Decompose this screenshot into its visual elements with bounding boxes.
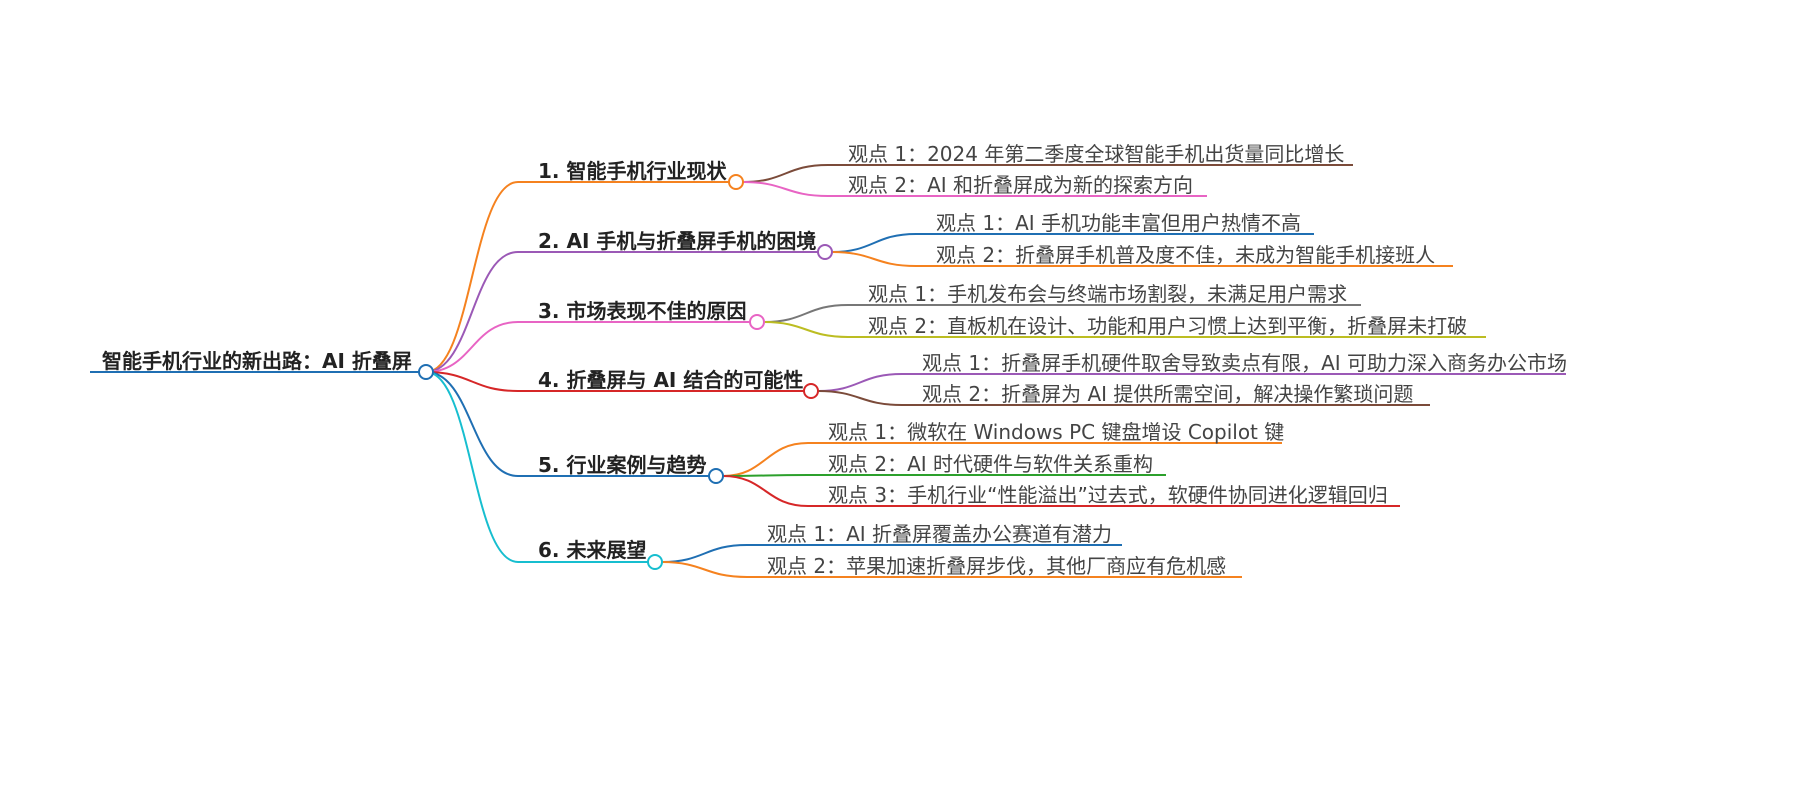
leaf-link-2-1 (831, 233, 917, 253)
leaf-label-4-2: 观点 2：折叠屏为 AI 提供所需空间，解决操作繁琐问题 (922, 382, 1414, 406)
leaf-link-1-1 (742, 164, 829, 183)
leaf-label-2-2: 观点 2：折叠屏手机普及度不佳，未成为智能手机接班人 (936, 243, 1436, 267)
branch-collapse-toggle-4[interactable] (803, 383, 819, 399)
leaf-label-5-2: 观点 2：AI 时代硬件与软件关系重构 (828, 452, 1154, 476)
leaf-link-6-2 (661, 561, 748, 578)
leaf-label-1-1: 观点 1：2024 年第二季度全球智能手机出货量同比增长 (848, 142, 1345, 166)
branch-label-2: 2. AI 手机与折叠屏手机的困境 (538, 229, 817, 253)
branch-link-5 (425, 371, 519, 477)
branch-collapse-toggle-1[interactable] (728, 174, 744, 190)
branch-link-4 (425, 371, 519, 392)
leaf-link-3-1 (763, 304, 849, 323)
leaf-link-5-2 (722, 474, 809, 477)
leaf-label-5-1: 观点 1：微软在 Windows PC 键盘增设 Copilot 键 (828, 420, 1285, 444)
root-collapse-toggle[interactable] (418, 364, 434, 380)
leaf-label-5-3: 观点 3：手机行业“性能溢出”过去式，软硬件协同进化逻辑回归 (828, 483, 1388, 507)
leaf-label-6-2: 观点 2：苹果加速折叠屏步伐，其他厂商应有危机感 (767, 554, 1227, 578)
leaf-link-5-3 (722, 475, 809, 507)
branch-collapse-toggle-6[interactable] (647, 554, 663, 570)
leaf-label-6-1: 观点 1：AI 折叠屏覆盖办公赛道有潜力 (767, 522, 1113, 546)
root-topic-label: 智能手机行业的新出路：AI 折叠屏 (102, 349, 412, 373)
branch-label-4: 4. 折叠屏与 AI 结合的可能性 (538, 368, 804, 392)
leaf-link-4-1 (817, 373, 903, 392)
leaf-link-5-1 (722, 442, 809, 477)
branch-label-6: 6. 未来展望 (538, 538, 647, 562)
branch-label-5: 5. 行业案例与趋势 (538, 453, 707, 477)
leaf-link-4-2 (817, 390, 903, 406)
branch-link-1 (425, 181, 519, 373)
leaf-link-1-2 (742, 181, 829, 197)
branch-collapse-toggle-3[interactable] (749, 314, 765, 330)
branch-link-2 (425, 251, 519, 373)
leaf-label-3-1: 观点 1：手机发布会与终端市场割裂，未满足用户需求 (868, 282, 1348, 306)
branch-link-6 (425, 371, 519, 563)
leaf-label-4-1: 观点 1：折叠屏手机硬件取舍导致卖点有限，AI 可助力深入商务办公市场 (922, 351, 1568, 375)
leaf-link-6-1 (661, 544, 748, 563)
leaf-link-3-2 (763, 321, 849, 338)
leaf-label-3-2: 观点 2：直板机在设计、功能和用户习惯上达到平衡，折叠屏未打破 (868, 314, 1468, 338)
branch-collapse-toggle-2[interactable] (817, 244, 833, 260)
branch-link-3 (425, 321, 519, 373)
branch-collapse-toggle-5[interactable] (708, 468, 724, 484)
branch-label-3: 3. 市场表现不佳的原因 (538, 299, 747, 323)
leaf-label-1-2: 观点 2：AI 和折叠屏成为新的探索方向 (848, 173, 1194, 197)
leaf-label-2-1: 观点 1：AI 手机功能丰富但用户热情不高 (936, 211, 1302, 235)
leaf-link-2-2 (831, 251, 917, 267)
branch-label-1: 1. 智能手机行业现状 (538, 159, 727, 183)
